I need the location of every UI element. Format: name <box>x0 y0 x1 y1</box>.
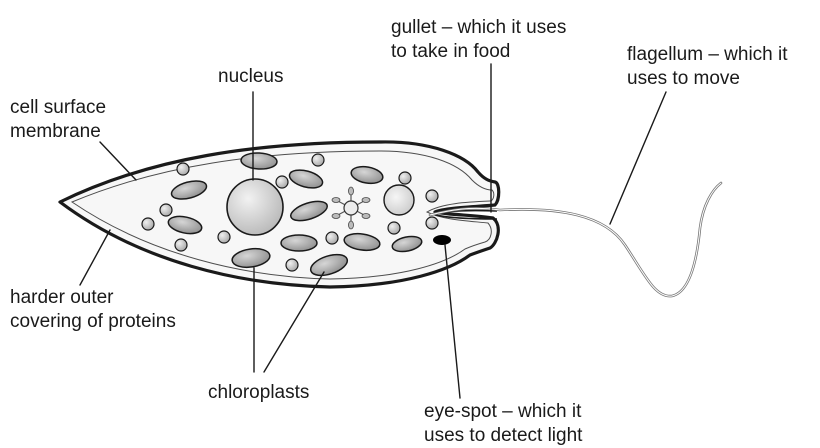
granule <box>399 172 411 184</box>
label-cell-surface-membrane: cell surface membrane <box>10 96 106 144</box>
leader-eyespot <box>445 245 460 398</box>
label-line: eye-spot – which it <box>424 400 582 424</box>
label-line: membrane <box>10 120 106 144</box>
granule <box>218 231 230 243</box>
leader-harder <box>80 230 110 285</box>
label-line: gullet – which it uses <box>391 16 566 40</box>
eye-spot <box>433 235 451 245</box>
granule <box>175 239 187 251</box>
label-harder-outer-covering: harder outer covering of proteins <box>10 286 176 334</box>
label-nucleus: nucleus <box>218 65 284 89</box>
label-line: uses to move <box>627 67 788 91</box>
label-line: harder outer <box>10 286 176 310</box>
label-line: chloroplasts <box>208 381 309 405</box>
granule <box>286 259 298 271</box>
label-flagellum: flagellum – which it uses to move <box>627 43 788 91</box>
granule <box>326 232 338 244</box>
label-line: nucleus <box>218 65 284 89</box>
label-eye-spot: eye-spot – which it uses to detect light <box>424 400 582 448</box>
granule <box>426 190 438 202</box>
granule <box>142 218 154 230</box>
label-line: flagellum – which it <box>627 43 788 67</box>
granule <box>388 222 400 234</box>
leader-chloro-b <box>264 272 324 372</box>
granule <box>426 217 438 229</box>
label-line: uses to detect light <box>424 424 582 448</box>
label-line: to take in food <box>391 40 566 64</box>
label-gullet: gullet – which it uses to take in food <box>391 16 566 64</box>
granule <box>312 154 324 166</box>
granule <box>160 204 172 216</box>
contractile-vacuole <box>384 185 414 215</box>
granule <box>276 176 288 188</box>
label-line: cell surface <box>10 96 106 120</box>
leader-cell-surface <box>100 142 136 180</box>
nucleus <box>227 179 283 235</box>
chloroplast <box>281 235 317 251</box>
label-chloroplasts: chloroplasts <box>208 381 309 405</box>
granule <box>177 163 189 175</box>
label-line: covering of proteins <box>10 310 176 334</box>
leader-flagellum <box>610 92 666 224</box>
